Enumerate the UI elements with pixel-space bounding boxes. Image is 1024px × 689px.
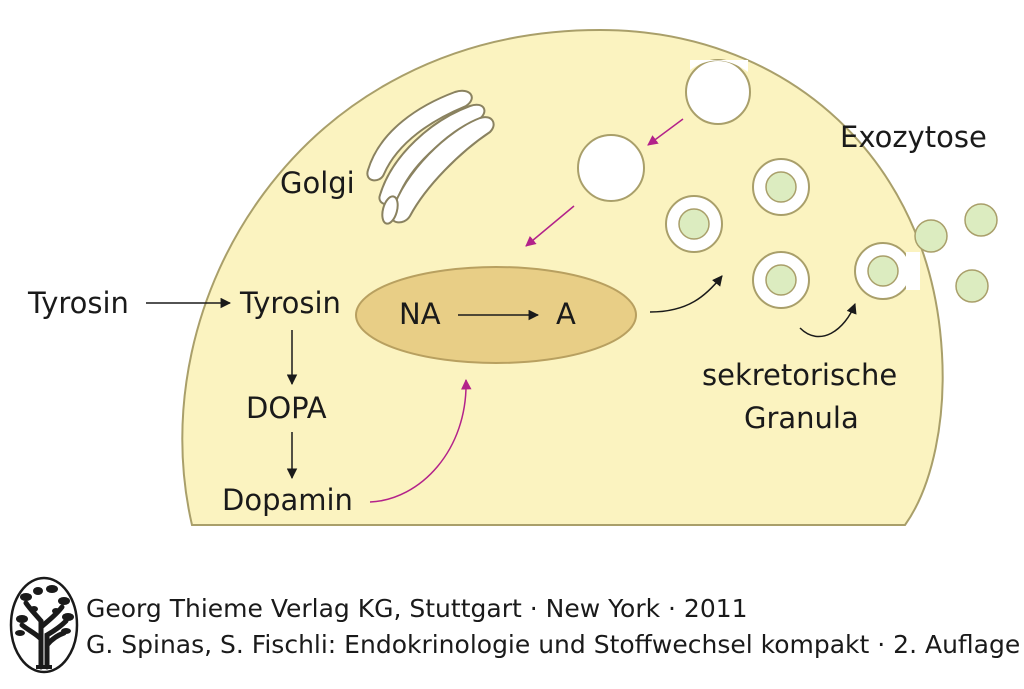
arrow-dopamin-uptake [369, 378, 472, 503]
arrow-granule-to-membrane [799, 303, 857, 338]
released-cores [914, 203, 998, 303]
granule [752, 158, 810, 216]
granule [665, 195, 723, 253]
granule-fusing [854, 242, 920, 300]
secretory-granules [665, 158, 920, 309]
granule [752, 251, 810, 309]
label-golgi: Golgi [280, 166, 355, 200]
label-tyrosin-outside: Tyrosin [27, 286, 129, 320]
label-a: A [556, 297, 576, 331]
label-granula-line2: Granula [744, 401, 859, 435]
golgi-apparatus [366, 89, 495, 225]
label-tyrosin-inside: Tyrosin [239, 286, 341, 320]
label-dopa: DOPA [246, 391, 327, 425]
book-credit: G. Spinas, S. Fischli: Endokrinologie un… [86, 630, 1021, 659]
label-exocytosis: Exozytose [840, 120, 987, 154]
label-dopamin: Dopamin [222, 483, 353, 517]
tree-icon [9, 576, 79, 674]
arrow-to-granules [649, 275, 723, 313]
label-na: NA [399, 297, 441, 331]
vesicle-empty [577, 134, 645, 202]
arrow-vesicle-recycle-2 [525, 205, 575, 247]
label-granula-line1: sekretorische [702, 358, 897, 392]
arrow-vesicle-recycle-1 [647, 118, 684, 146]
publisher-credit: Georg Thieme Verlag KG, Stuttgart · New … [86, 594, 748, 623]
exocytosis-pit-top [685, 59, 751, 125]
